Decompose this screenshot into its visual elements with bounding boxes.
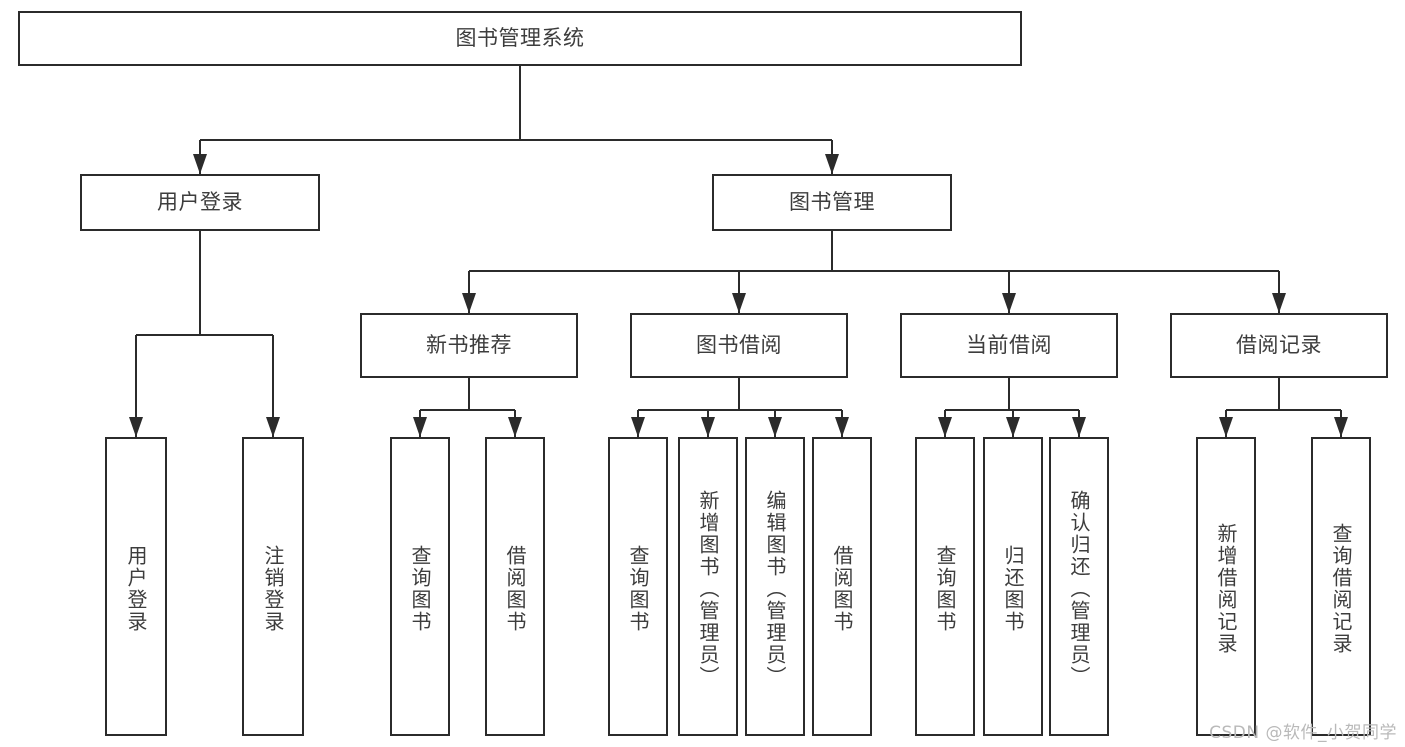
node-leaf-login-1[interactable]: 用户登录 [105, 437, 167, 736]
node-leaf-bor-4[interactable]: 借阅图书 [812, 437, 872, 736]
node-label: 借阅图书 [503, 544, 527, 633]
node-bookmgmt[interactable]: 图书管理 [712, 174, 952, 231]
node-label: 图书借阅 [696, 333, 782, 358]
node-label: 新书推荐 [426, 333, 512, 358]
node-leaf-login-2[interactable]: 注销登录 [242, 437, 304, 736]
node-leaf-cur-2[interactable]: 归还图书 [983, 437, 1043, 736]
node-label: 归还图书 [1001, 544, 1025, 633]
node-label: 当前借阅 [966, 333, 1052, 358]
node-label: 用户登录 [157, 190, 243, 215]
node-leaf-cur-3[interactable]: 确认归还（管理员） [1049, 437, 1109, 736]
node-leaf-bor-2[interactable]: 新增图书（管理员） [678, 437, 738, 736]
node-login[interactable]: 用户登录 [80, 174, 320, 231]
node-label: 图书管理系统 [455, 26, 585, 51]
node-newbook[interactable]: 新书推荐 [360, 313, 578, 378]
node-label: 注销登录 [261, 544, 285, 633]
node-leaf-new-1[interactable]: 查询图书 [390, 437, 450, 736]
node-label: 图书管理 [789, 190, 875, 215]
node-leaf-rec-1[interactable]: 新增借阅记录 [1196, 437, 1256, 736]
node-label: 查询图书 [408, 544, 432, 633]
node-leaf-bor-1[interactable]: 查询图书 [608, 437, 668, 736]
node-label: 查询图书 [933, 544, 957, 633]
node-leaf-rec-2[interactable]: 查询借阅记录 [1311, 437, 1371, 736]
watermark-text: CSDN @软件_小贺同学 [1209, 723, 1397, 743]
node-label: 编辑图书（管理员） [763, 489, 787, 688]
node-label: 借阅图书 [830, 544, 854, 633]
node-label: 借阅记录 [1236, 333, 1322, 358]
node-leaf-new-2[interactable]: 借阅图书 [485, 437, 545, 736]
node-label: 新增借阅记录 [1214, 522, 1238, 655]
node-leaf-bor-3[interactable]: 编辑图书（管理员） [745, 437, 805, 736]
node-borrow[interactable]: 图书借阅 [630, 313, 848, 378]
node-records[interactable]: 借阅记录 [1170, 313, 1388, 378]
node-root[interactable]: 图书管理系统 [18, 11, 1022, 66]
node-label: 用户登录 [124, 544, 148, 633]
node-current[interactable]: 当前借阅 [900, 313, 1118, 378]
node-label: 查询借阅记录 [1329, 522, 1353, 655]
node-label: 新增图书（管理员） [696, 489, 720, 688]
node-label: 查询图书 [626, 544, 650, 633]
node-leaf-cur-1[interactable]: 查询图书 [915, 437, 975, 736]
node-label: 确认归还（管理员） [1067, 489, 1091, 688]
